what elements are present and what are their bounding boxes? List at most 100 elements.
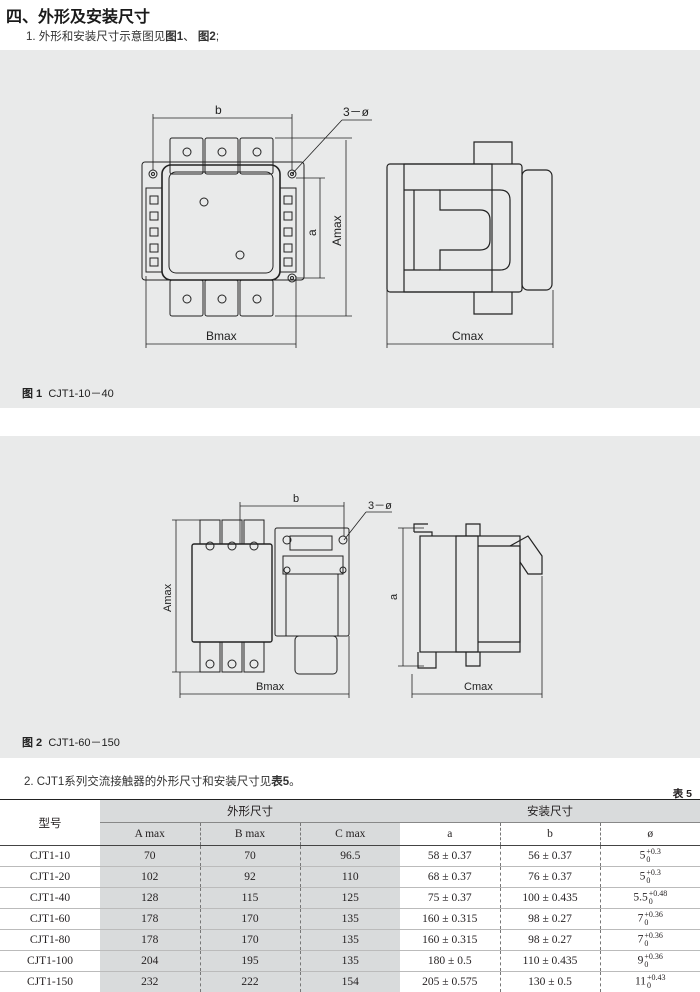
fig1-label-a: a	[305, 229, 319, 236]
phi-value: 7	[638, 934, 644, 946]
cell-a-max: 128	[100, 888, 200, 909]
tolerance-lower: 0	[646, 855, 650, 864]
cell-model: CJT1-20	[0, 867, 100, 888]
cell-b-max: 195	[200, 951, 300, 972]
tolerance-lower: 0	[644, 960, 648, 969]
figure-2-drawing: b 3－ø Amax a Bmax Cmax	[0, 436, 700, 758]
cell-c-max: 110	[300, 867, 400, 888]
cell-a-max: 102	[100, 867, 200, 888]
fig1-label-holes: 3－ø	[343, 105, 370, 119]
fig2-label-amax: Amax	[162, 583, 174, 612]
fig1-label-cmax: Cmax	[452, 329, 483, 343]
figure-2-caption: 图 2 CJT1-60－150	[22, 734, 120, 750]
phi-value: 5	[640, 871, 646, 883]
fig1-label-bmax: Bmax	[206, 329, 237, 343]
figure-1-drawing: b 3－ø Amax a Bmax Cmax	[0, 50, 700, 408]
fig2-label-a: a	[388, 593, 400, 600]
figure-1-panel: b 3－ø Amax a Bmax Cmax 图 1 CJT1-10－40	[0, 50, 700, 408]
fig2-label-cmax: Cmax	[464, 681, 493, 693]
tolerance-lower: 0	[647, 981, 651, 990]
fig2-coil-body	[192, 544, 272, 642]
header-c-max: C max	[300, 823, 400, 846]
cell-b-max: 115	[200, 888, 300, 909]
tolerance-lower: 0	[644, 939, 648, 948]
cell-c-max: 96.5	[300, 846, 400, 867]
cell-c-max: 135	[300, 909, 400, 930]
phi-value: 11	[635, 976, 646, 988]
fig1-dimension-labels: b 3－ø Amax a Bmax Cmax	[206, 103, 483, 343]
tolerance-lower: 0	[644, 918, 648, 927]
cell-a: 68 ± 0.37	[400, 867, 500, 888]
cell-c-max: 135	[300, 930, 400, 951]
cell-a-max: 178	[100, 909, 200, 930]
phi-value: 5.5	[633, 892, 647, 904]
figure-1-caption: 图 1 CJT1-10－40	[22, 385, 114, 401]
cell-b: 98 ± 0.27	[500, 909, 600, 930]
cell-b-max: 170	[200, 909, 300, 930]
cell-a: 75 ± 0.37	[400, 888, 500, 909]
header-b-max: B max	[200, 823, 300, 846]
fig1-side-view	[387, 142, 552, 314]
dimension-table: 型号 外形尺寸 安装尺寸 A max B max C max a b ø CJT…	[0, 799, 700, 992]
cell-model: CJT1-100	[0, 951, 100, 972]
section-heading: 四、外形及安装尺寸	[6, 3, 150, 27]
header-a: a	[400, 823, 500, 846]
cell-a: 180 ± 0.5	[400, 951, 500, 972]
fig1-body	[162, 165, 280, 280]
header-model: 型号	[0, 800, 100, 846]
phi-value: 9	[638, 955, 644, 967]
phi-value: 7	[638, 913, 644, 925]
cell-a: 160 ± 0.315	[400, 909, 500, 930]
cell-b: 130 ± 0.5	[500, 972, 600, 992]
fig1-label-b: b	[215, 103, 222, 117]
cell-b-max: 222	[200, 972, 300, 992]
fig2-label-bmax: Bmax	[256, 681, 285, 693]
cell-a: 160 ± 0.315	[400, 930, 500, 951]
cell-a-max: 70	[100, 846, 200, 867]
cell-a-max: 204	[100, 951, 200, 972]
cell-b-max: 92	[200, 867, 300, 888]
cell-model: CJT1-60	[0, 909, 100, 930]
fig2-label-holes: 3－ø	[368, 500, 392, 512]
cell-model: CJT1-80	[0, 930, 100, 951]
header-b: b	[500, 823, 600, 846]
header-mounting-dimensions: 安装尺寸	[400, 800, 700, 823]
cell-b: 56 ± 0.37	[500, 846, 600, 867]
phi-value: 5	[640, 850, 646, 862]
cell-model: CJT1-150	[0, 972, 100, 992]
header-phi: ø	[600, 823, 700, 846]
cell-a: 58 ± 0.37	[400, 846, 500, 867]
cell-c-max: 154	[300, 972, 400, 992]
cell-model: CJT1-40	[0, 888, 100, 909]
figure-2-panel: b 3－ø Amax a Bmax Cmax 图 2 CJT1-60－150	[0, 436, 700, 758]
cell-a-max: 178	[100, 930, 200, 951]
fig2-dimension-labels: b 3－ø Amax a Bmax Cmax	[162, 493, 493, 693]
cell-a: 205 ± 0.575	[400, 972, 500, 992]
fig2-side-view	[414, 524, 542, 668]
cell-b: 100 ± 0.435	[500, 888, 600, 909]
header-a-max: A max	[100, 823, 200, 846]
tolerance-lower: 0	[646, 876, 650, 885]
cell-c-max: 135	[300, 951, 400, 972]
cell-b: 98 ± 0.27	[500, 930, 600, 951]
fig1-label-amax: Amax	[330, 215, 344, 246]
cell-b-max: 170	[200, 930, 300, 951]
cell-b: 76 ± 0.37	[500, 867, 600, 888]
tolerance-lower: 0	[649, 897, 653, 906]
